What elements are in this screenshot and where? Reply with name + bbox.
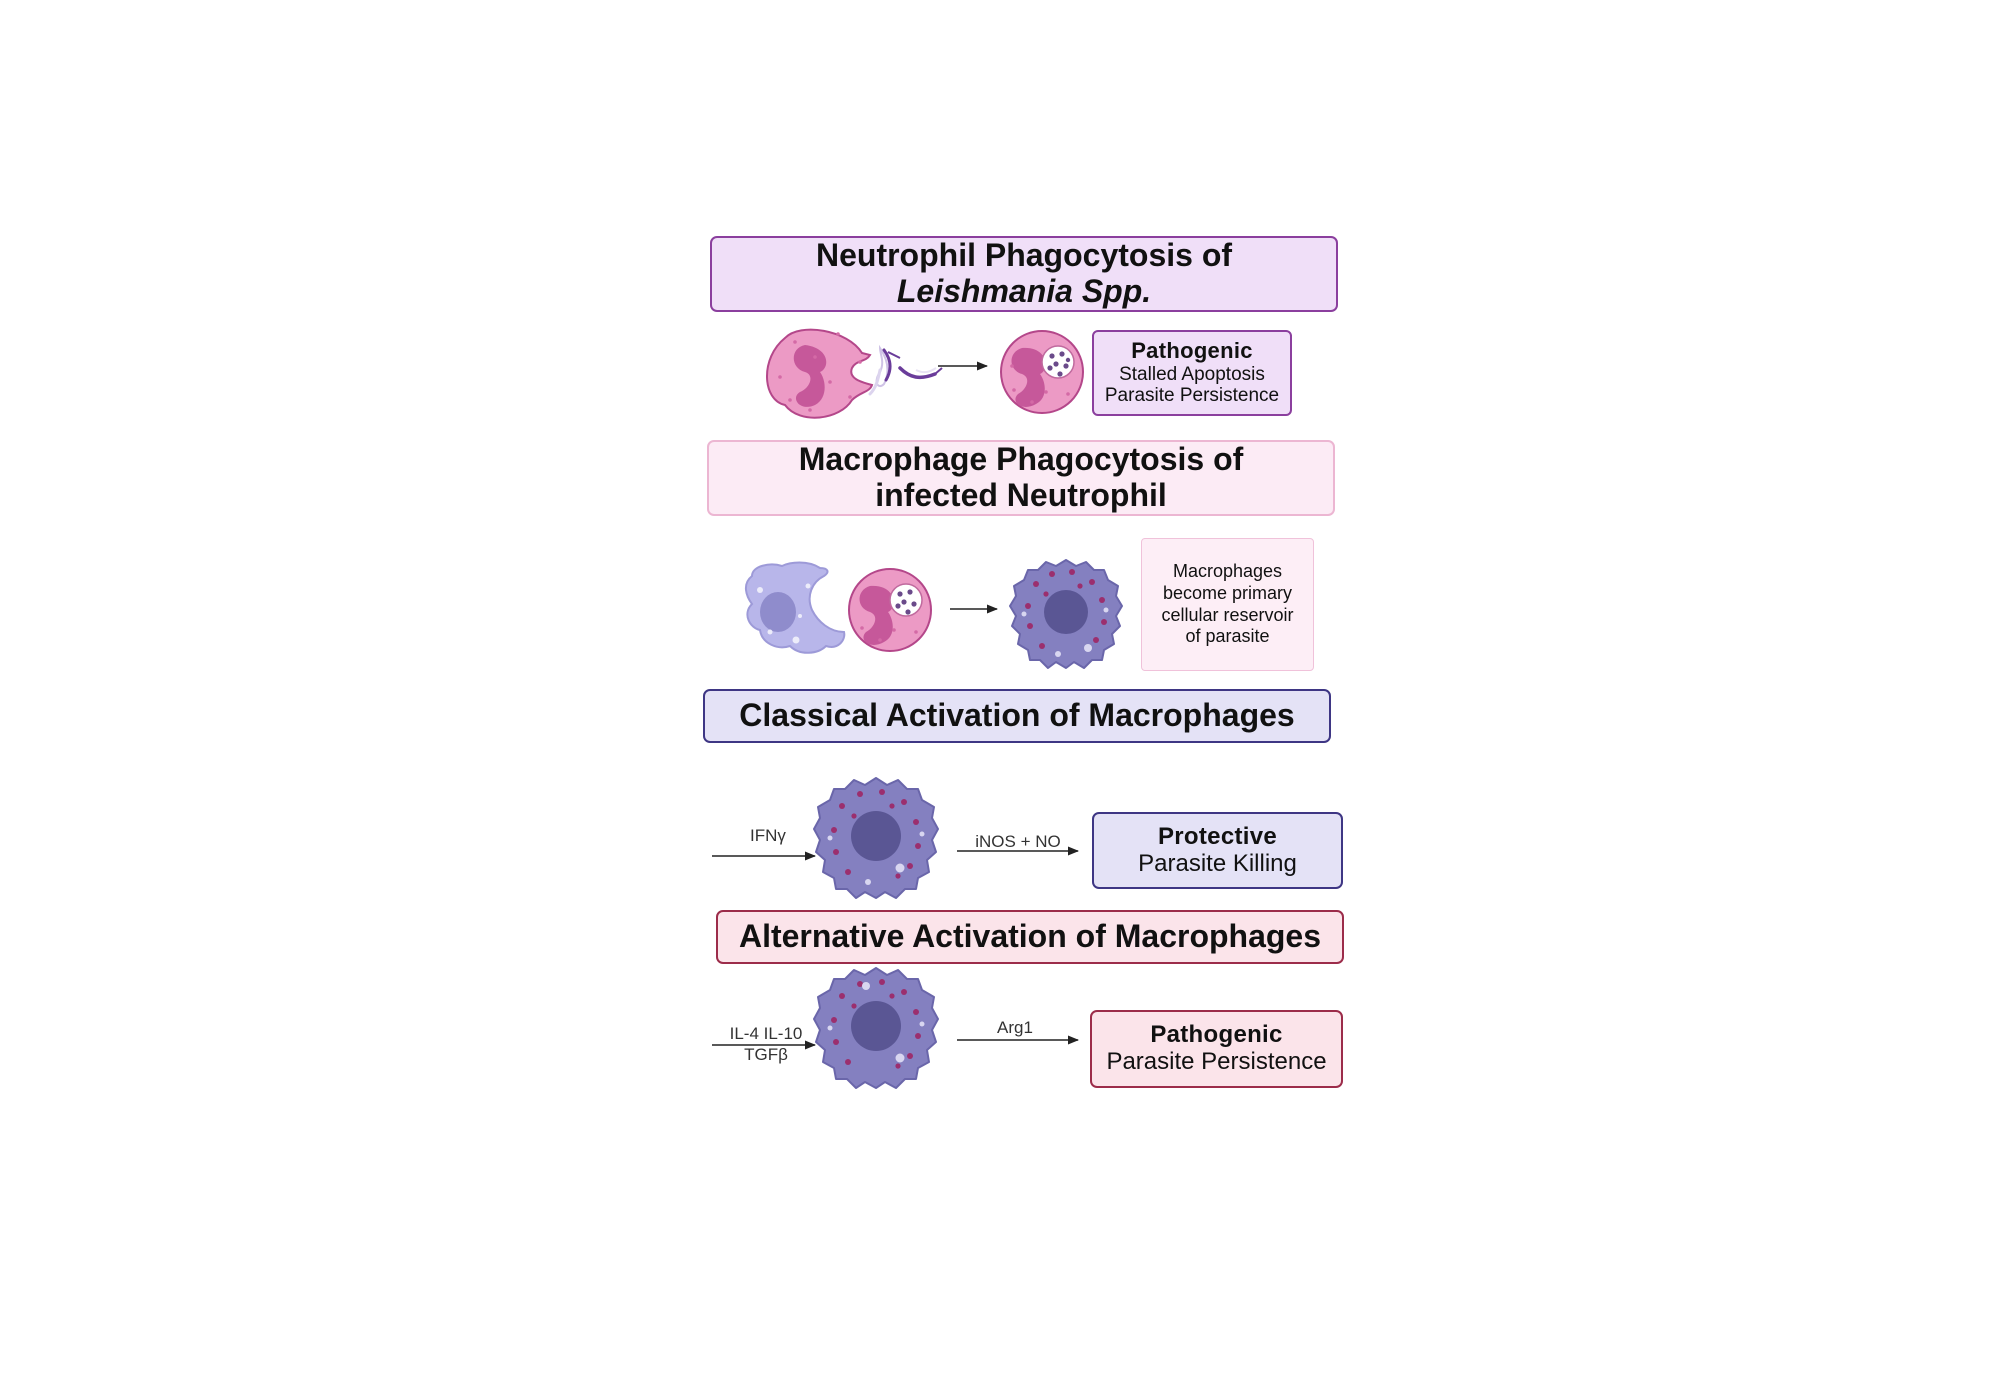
neutrophil-cell-icon <box>766 328 874 419</box>
infected-macrophage-icon <box>813 777 939 899</box>
alternative-title-text: Alternative Activation of Macrophages <box>738 918 1322 955</box>
infected-macrophage-icon <box>813 967 939 1089</box>
note-line4: of parasite <box>1185 626 1270 647</box>
classical-result-title: Protective <box>1157 822 1278 850</box>
macrophage-title-line2: infected Neutrophil <box>875 477 1167 513</box>
alternative-result-box: Pathogenic Parasite Persistence <box>1090 1010 1343 1088</box>
note-line1: Macrophages <box>1172 560 1283 581</box>
neutrophil-result-line1: Stalled Apoptosis <box>1119 364 1265 386</box>
classical-section-title: Classical Activation of Macrophages <box>703 689 1331 743</box>
neutrophil-section-title: Neutrophil Phagocytosis of Leishmania Sp… <box>710 236 1338 312</box>
neutrophil-title-line2: Leishmania Spp. <box>896 273 1152 309</box>
alternative-result-title: Pathogenic <box>1150 1021 1283 1049</box>
neutrophil-title-line1: Neutrophil Phagocytosis of <box>815 237 1233 274</box>
classical-result-box: Protective Parasite Killing <box>1092 812 1343 889</box>
resting-macrophage-icon <box>745 561 846 654</box>
infected-neutrophil-icon <box>1000 330 1084 414</box>
alternative-result-line: Parasite Persistence <box>1106 1048 1327 1075</box>
neutrophil-result-title: Pathogenic <box>1131 338 1253 364</box>
inos-no-label: iNOS + NO <box>975 832 1061 851</box>
note-line2: become primary <box>1162 582 1293 603</box>
il4-il10-label: IL-4 IL-10 <box>729 1024 803 1043</box>
note-line3: cellular reservoir <box>1161 604 1294 625</box>
macrophage-reservoir-note: Macrophages become primary cellular rese… <box>1141 538 1314 671</box>
ifn-gamma-label: IFNγ <box>750 826 786 845</box>
neutrophil-result-box: Pathogenic Stalled Apoptosis Parasite Pe… <box>1092 330 1292 416</box>
leishmania-parasite-icon <box>868 344 943 396</box>
alternative-section-title: Alternative Activation of Macrophages <box>716 910 1344 964</box>
infected-neutrophil-icon <box>848 568 932 652</box>
arg1-label: Arg1 <box>997 1018 1033 1037</box>
classical-result-line: Parasite Killing <box>1138 849 1297 877</box>
tgf-beta-label: TGFβ <box>744 1045 788 1064</box>
macrophage-section-title: Macrophage Phagocytosis of infected Neut… <box>707 440 1335 516</box>
neutrophil-result-line2: Parasite Persistence <box>1104 385 1280 407</box>
infected-macrophage-icon <box>1009 559 1123 669</box>
macrophage-title-line1: Macrophage Phagocytosis of <box>798 441 1244 478</box>
classical-title-text: Classical Activation of Macrophages <box>739 697 1295 734</box>
